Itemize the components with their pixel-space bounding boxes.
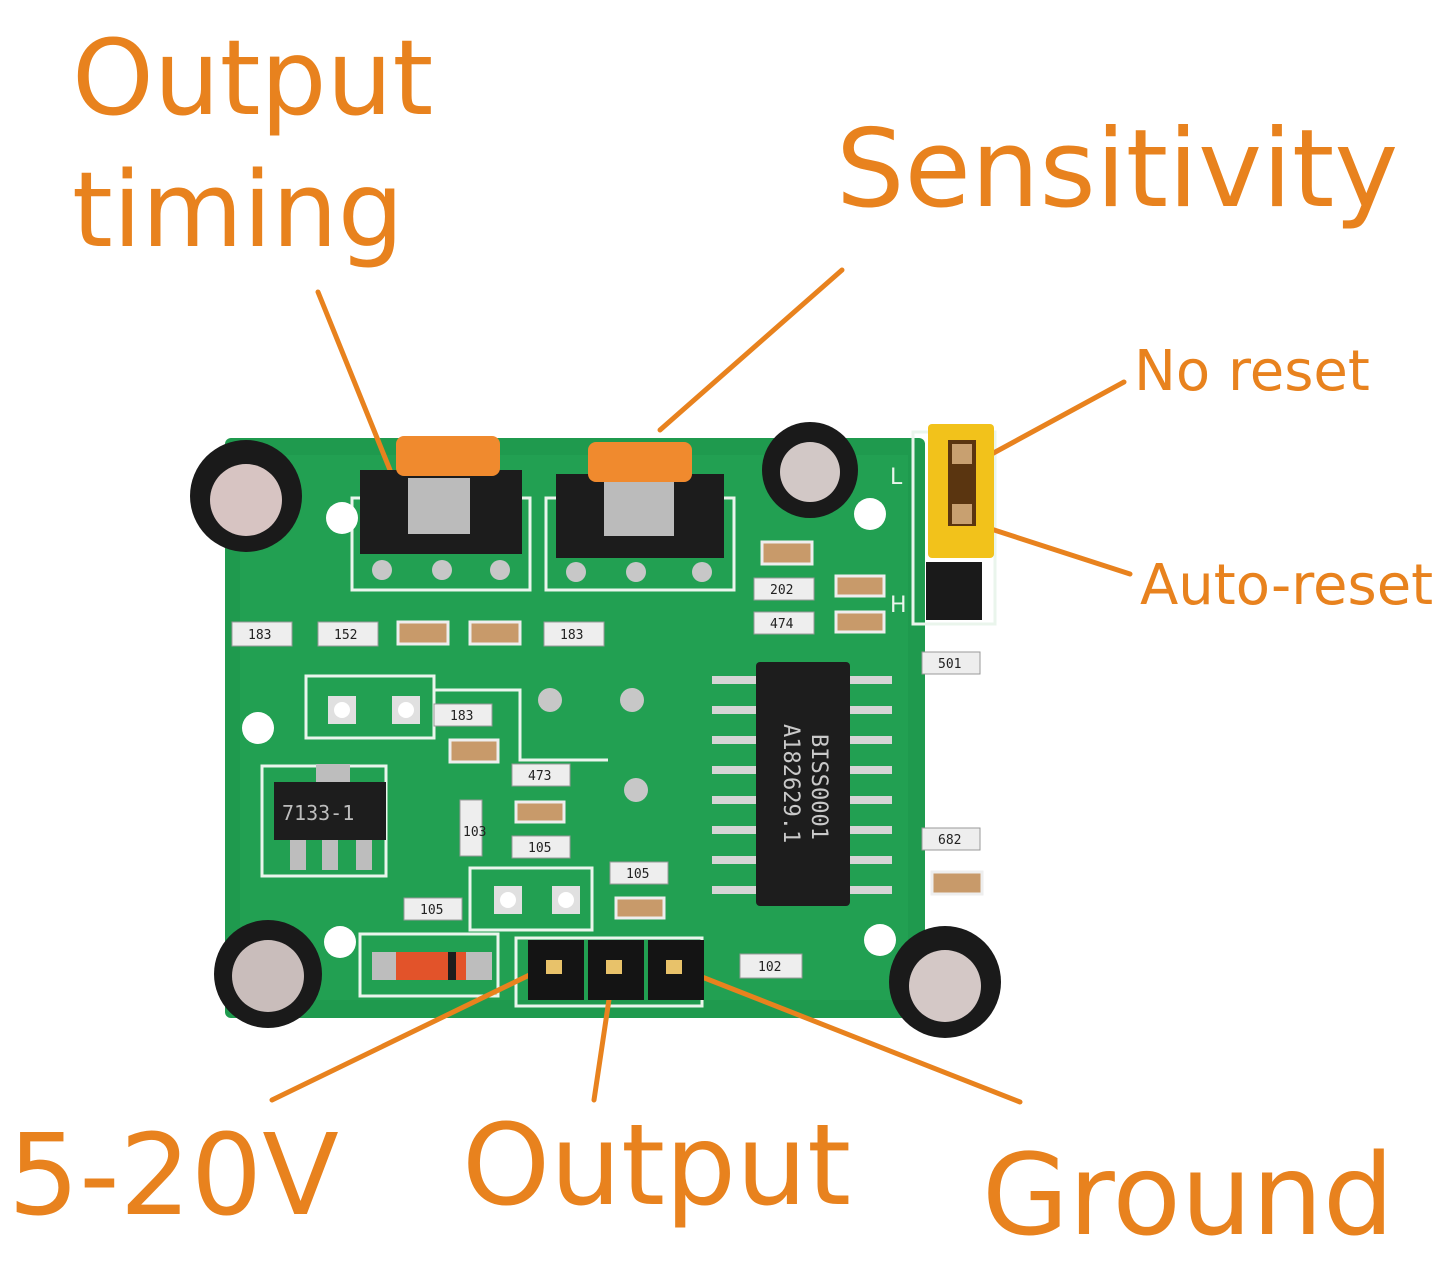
auto-reset-label: Auto-reset — [1140, 553, 1434, 618]
svg-text:103: 103 — [463, 825, 486, 840]
svg-text:473: 473 — [528, 769, 551, 784]
capacitor-bottom-right — [889, 926, 1001, 1038]
vcc-pin[interactable] — [546, 960, 562, 974]
svg-text:105: 105 — [420, 903, 443, 918]
resistor: 105 — [609, 861, 669, 885]
square-pads — [328, 696, 580, 914]
resistor: 202 — [753, 577, 815, 601]
capacitor-bottom-left — [214, 920, 322, 1028]
resistor: 105 — [511, 835, 571, 859]
test-points — [538, 688, 648, 802]
resistor: 682 — [921, 827, 981, 851]
no-reset-label: No reset — [1134, 339, 1370, 404]
resistor: 183 — [433, 703, 493, 727]
svg-text:102: 102 — [758, 960, 781, 975]
diode — [372, 952, 492, 980]
leader-lines — [269, 267, 1133, 1105]
svg-text:152: 152 — [334, 628, 357, 643]
output-pin-label: Output — [462, 1101, 852, 1231]
resistor: 501 — [921, 651, 981, 675]
svg-text:105: 105 — [626, 867, 649, 882]
svg-text:183: 183 — [560, 628, 583, 643]
output-timing-potentiometer[interactable] — [360, 436, 522, 580]
capacitor-top-right — [762, 422, 858, 518]
biss0001-chip: BISS0001 A182629.1 — [712, 662, 892, 906]
svg-text:202: 202 — [770, 583, 793, 598]
regulator-marking: 7133-1 — [282, 801, 354, 825]
supply-voltage-label: 5-20V — [8, 1111, 339, 1241]
smd-resistors: 183 152 183 202 474 501 183 473 103 105 … — [231, 577, 981, 979]
output-pin[interactable] — [606, 960, 622, 974]
resistor: 103 — [459, 799, 486, 857]
resistor: 183 — [231, 621, 293, 647]
smd-capacitors — [396, 540, 984, 920]
pin-header — [528, 940, 704, 1000]
sensitivity-potentiometer[interactable] — [556, 442, 724, 582]
svg-text:183: 183 — [450, 709, 473, 724]
jumper-l-marking: L — [890, 465, 903, 490]
chip-lot-text: A182629.1 — [778, 724, 803, 843]
chip-model-text: BISS0001 — [806, 734, 831, 840]
ground-pin-label: Ground — [982, 1131, 1394, 1261]
resistor: 183 — [543, 621, 605, 647]
svg-text:183: 183 — [248, 628, 271, 643]
resistor: 105 — [403, 897, 463, 921]
svg-text:682: 682 — [938, 833, 961, 848]
svg-text:501: 501 — [938, 657, 961, 672]
resistor: 152 — [317, 621, 379, 647]
resistor: 473 — [511, 763, 571, 787]
capacitor-top-left — [190, 440, 302, 552]
svg-text:474: 474 — [770, 617, 794, 632]
sensitivity-label: Sensitivity — [836, 107, 1399, 232]
transistor — [926, 562, 982, 620]
output-timing-label: Output timing — [72, 17, 434, 271]
jumper-h-marking: H — [890, 593, 907, 618]
svg-text:105: 105 — [528, 841, 551, 856]
voltage-regulator: 7133-1 — [274, 764, 386, 870]
reset-mode-jumper[interactable]: L H — [890, 424, 994, 618]
resistor: 474 — [753, 611, 815, 635]
resistor: 102 — [739, 953, 803, 979]
ground-pin[interactable] — [666, 960, 682, 974]
